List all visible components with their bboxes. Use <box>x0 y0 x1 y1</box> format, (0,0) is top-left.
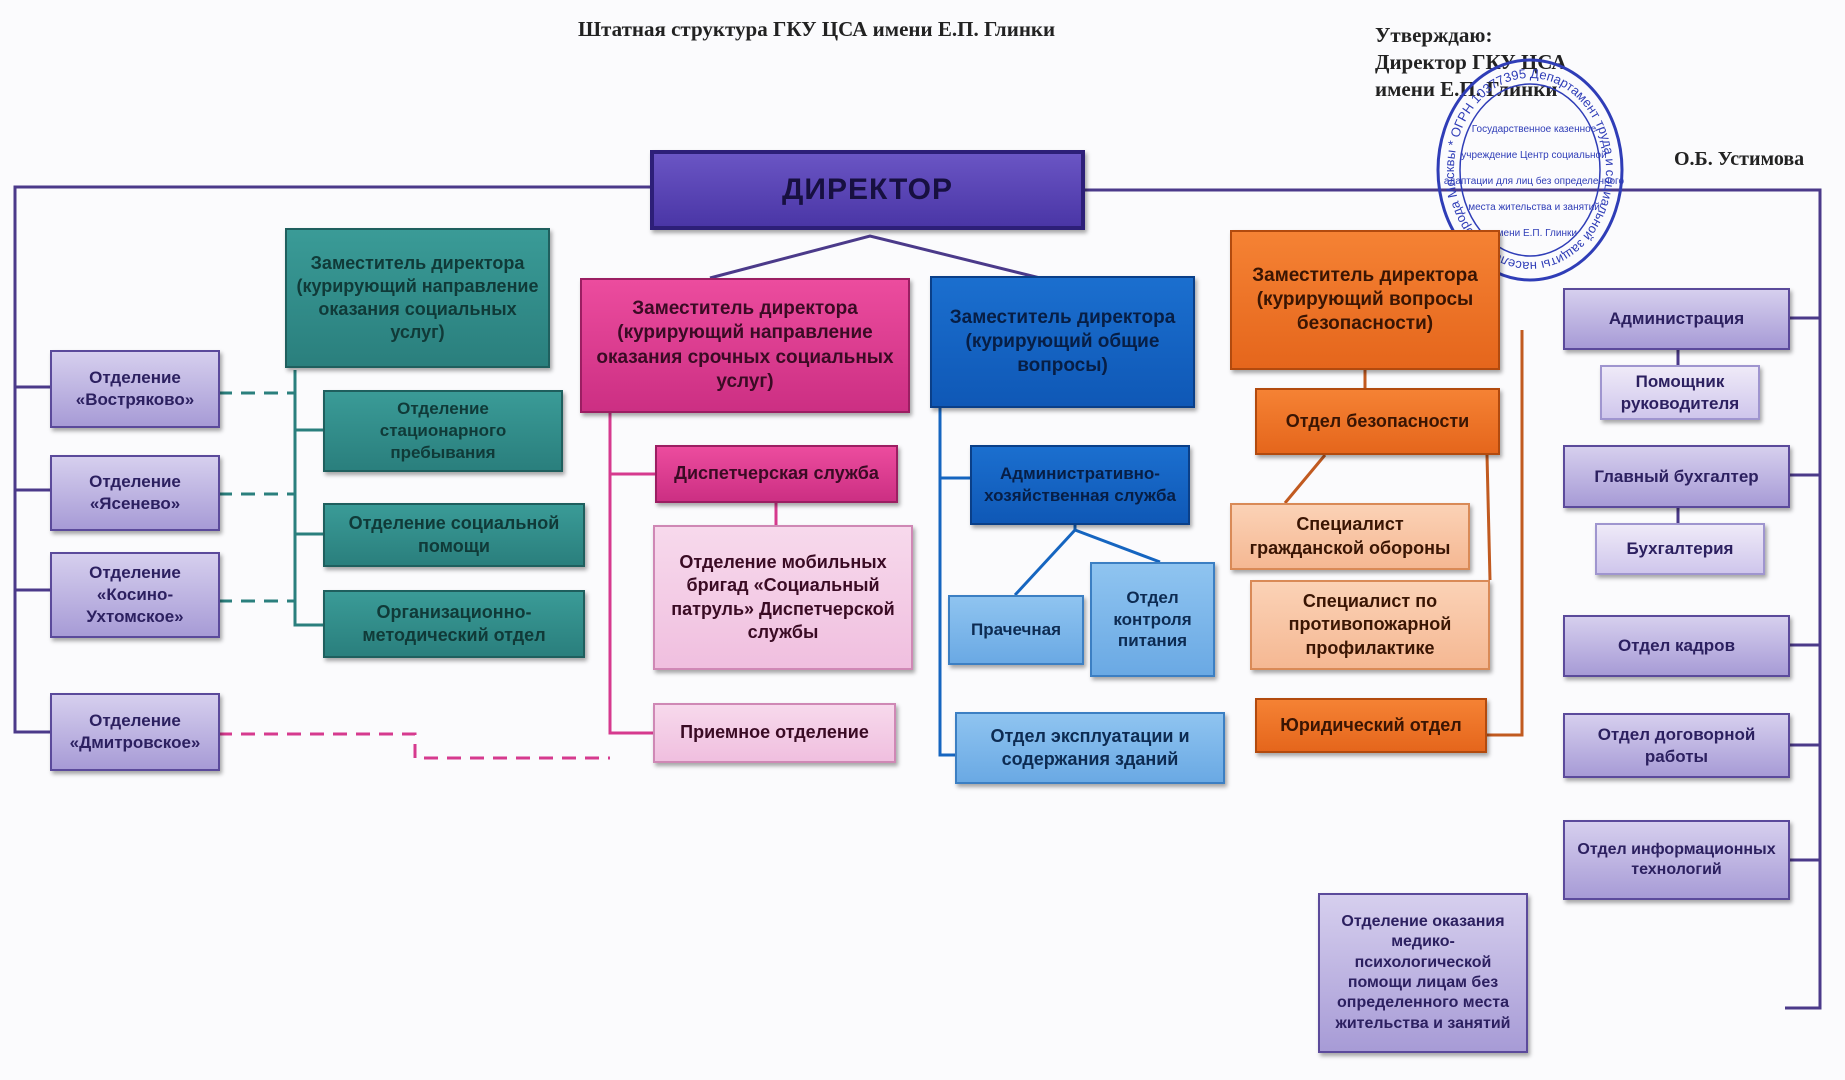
unit-dispatch: Диспетчерская служба <box>655 445 898 503</box>
admin-to-food <box>1074 528 1161 564</box>
dept-to-civil <box>1283 454 1327 504</box>
general-deputy-line <box>938 408 955 757</box>
unit-medical: Отделение оказания медико-психологическо… <box>1318 893 1528 1053</box>
approval-line-2: Директор ГКУ ЦСА <box>1375 50 1567 74</box>
approval-line-3: имени Е.П. Глинки <box>1375 77 1558 101</box>
branch-yasenevo: Отделение «Ясенево» <box>50 455 220 531</box>
unit-fire-specialist: Специалист по противопожарной профилакти… <box>1250 580 1490 670</box>
unit-contracts: Отдел договорной работы <box>1563 713 1790 778</box>
unit-hr: Отдел кадров <box>1563 615 1790 677</box>
unit-mobile-teams: Отделение мобильных бригад «Социальный п… <box>653 525 913 670</box>
unit-admin-service: Административно-хозяйственная служба <box>970 445 1190 525</box>
deputy-security-box: Заместитель директора (курирующий вопрос… <box>1230 230 1500 370</box>
unit-chief-accountant: Главный бухгалтер <box>1563 445 1790 508</box>
dept-to-fire <box>1485 454 1492 581</box>
signatory-name: О.Б. Устимова <box>1674 148 1805 170</box>
chart-title: Штатная структура ГКУ ЦСА имени Е.П. Гли… <box>578 17 1056 41</box>
deputy-urgent-box: Заместитель директора (курирующий направ… <box>580 278 910 413</box>
branch-kosino: Отделение «Косино-Ухтомское» <box>50 552 220 638</box>
deputy-general-box: Заместитель директора (курирующий общие … <box>930 276 1195 408</box>
branch-dmitrovskoe: Отделение «Дмитровское» <box>50 693 220 771</box>
social-deputy-line <box>293 370 325 627</box>
unit-administration: Администрация <box>1563 288 1790 350</box>
unit-assistant: Помощник руководителя <box>1600 365 1760 420</box>
unit-it: Отдел информационных технологий <box>1563 820 1790 900</box>
branch-vostryakovo: Отделение «Востряково» <box>50 350 220 428</box>
urgent-deputy-line <box>608 412 655 735</box>
unit-laundry: Прачечная <box>948 595 1084 665</box>
unit-buildings: Отдел эксплуатации и содержания зданий <box>955 712 1225 784</box>
dashed-dmitrovskoe <box>218 732 610 760</box>
unit-food-control: Отдел контроля питания <box>1090 562 1215 677</box>
deputy-social-box: Заместитель директора (курирующий направ… <box>285 228 550 368</box>
unit-social-help: Отделение социальной помощи <box>323 503 585 567</box>
unit-methodical: Организационно-методический отдел <box>323 590 585 658</box>
director-box: ДИРЕКТОР <box>650 150 1085 230</box>
unit-civil-defense: Специалист гражданской обороны <box>1230 503 1470 570</box>
left-frame-line <box>13 185 650 734</box>
unit-legal: Юридический отдел <box>1255 698 1487 753</box>
unit-reception: Приемное отделение <box>653 703 896 763</box>
security-right-line <box>1487 330 1524 737</box>
unit-stationary: Отделение стационарного пребывания <box>323 390 563 472</box>
admin-to-laundry <box>1013 528 1077 597</box>
approval-line-1: Утверждаю: <box>1375 23 1493 47</box>
unit-accounting: Бухгалтерия <box>1595 523 1765 575</box>
unit-security-dept: Отдел безопасности <box>1255 388 1500 455</box>
director-to-deputies <box>709 234 1041 280</box>
approval-block: Утверждаю: Директор ГКУ ЦСА имени Е.П. Г… <box>1375 22 1567 103</box>
